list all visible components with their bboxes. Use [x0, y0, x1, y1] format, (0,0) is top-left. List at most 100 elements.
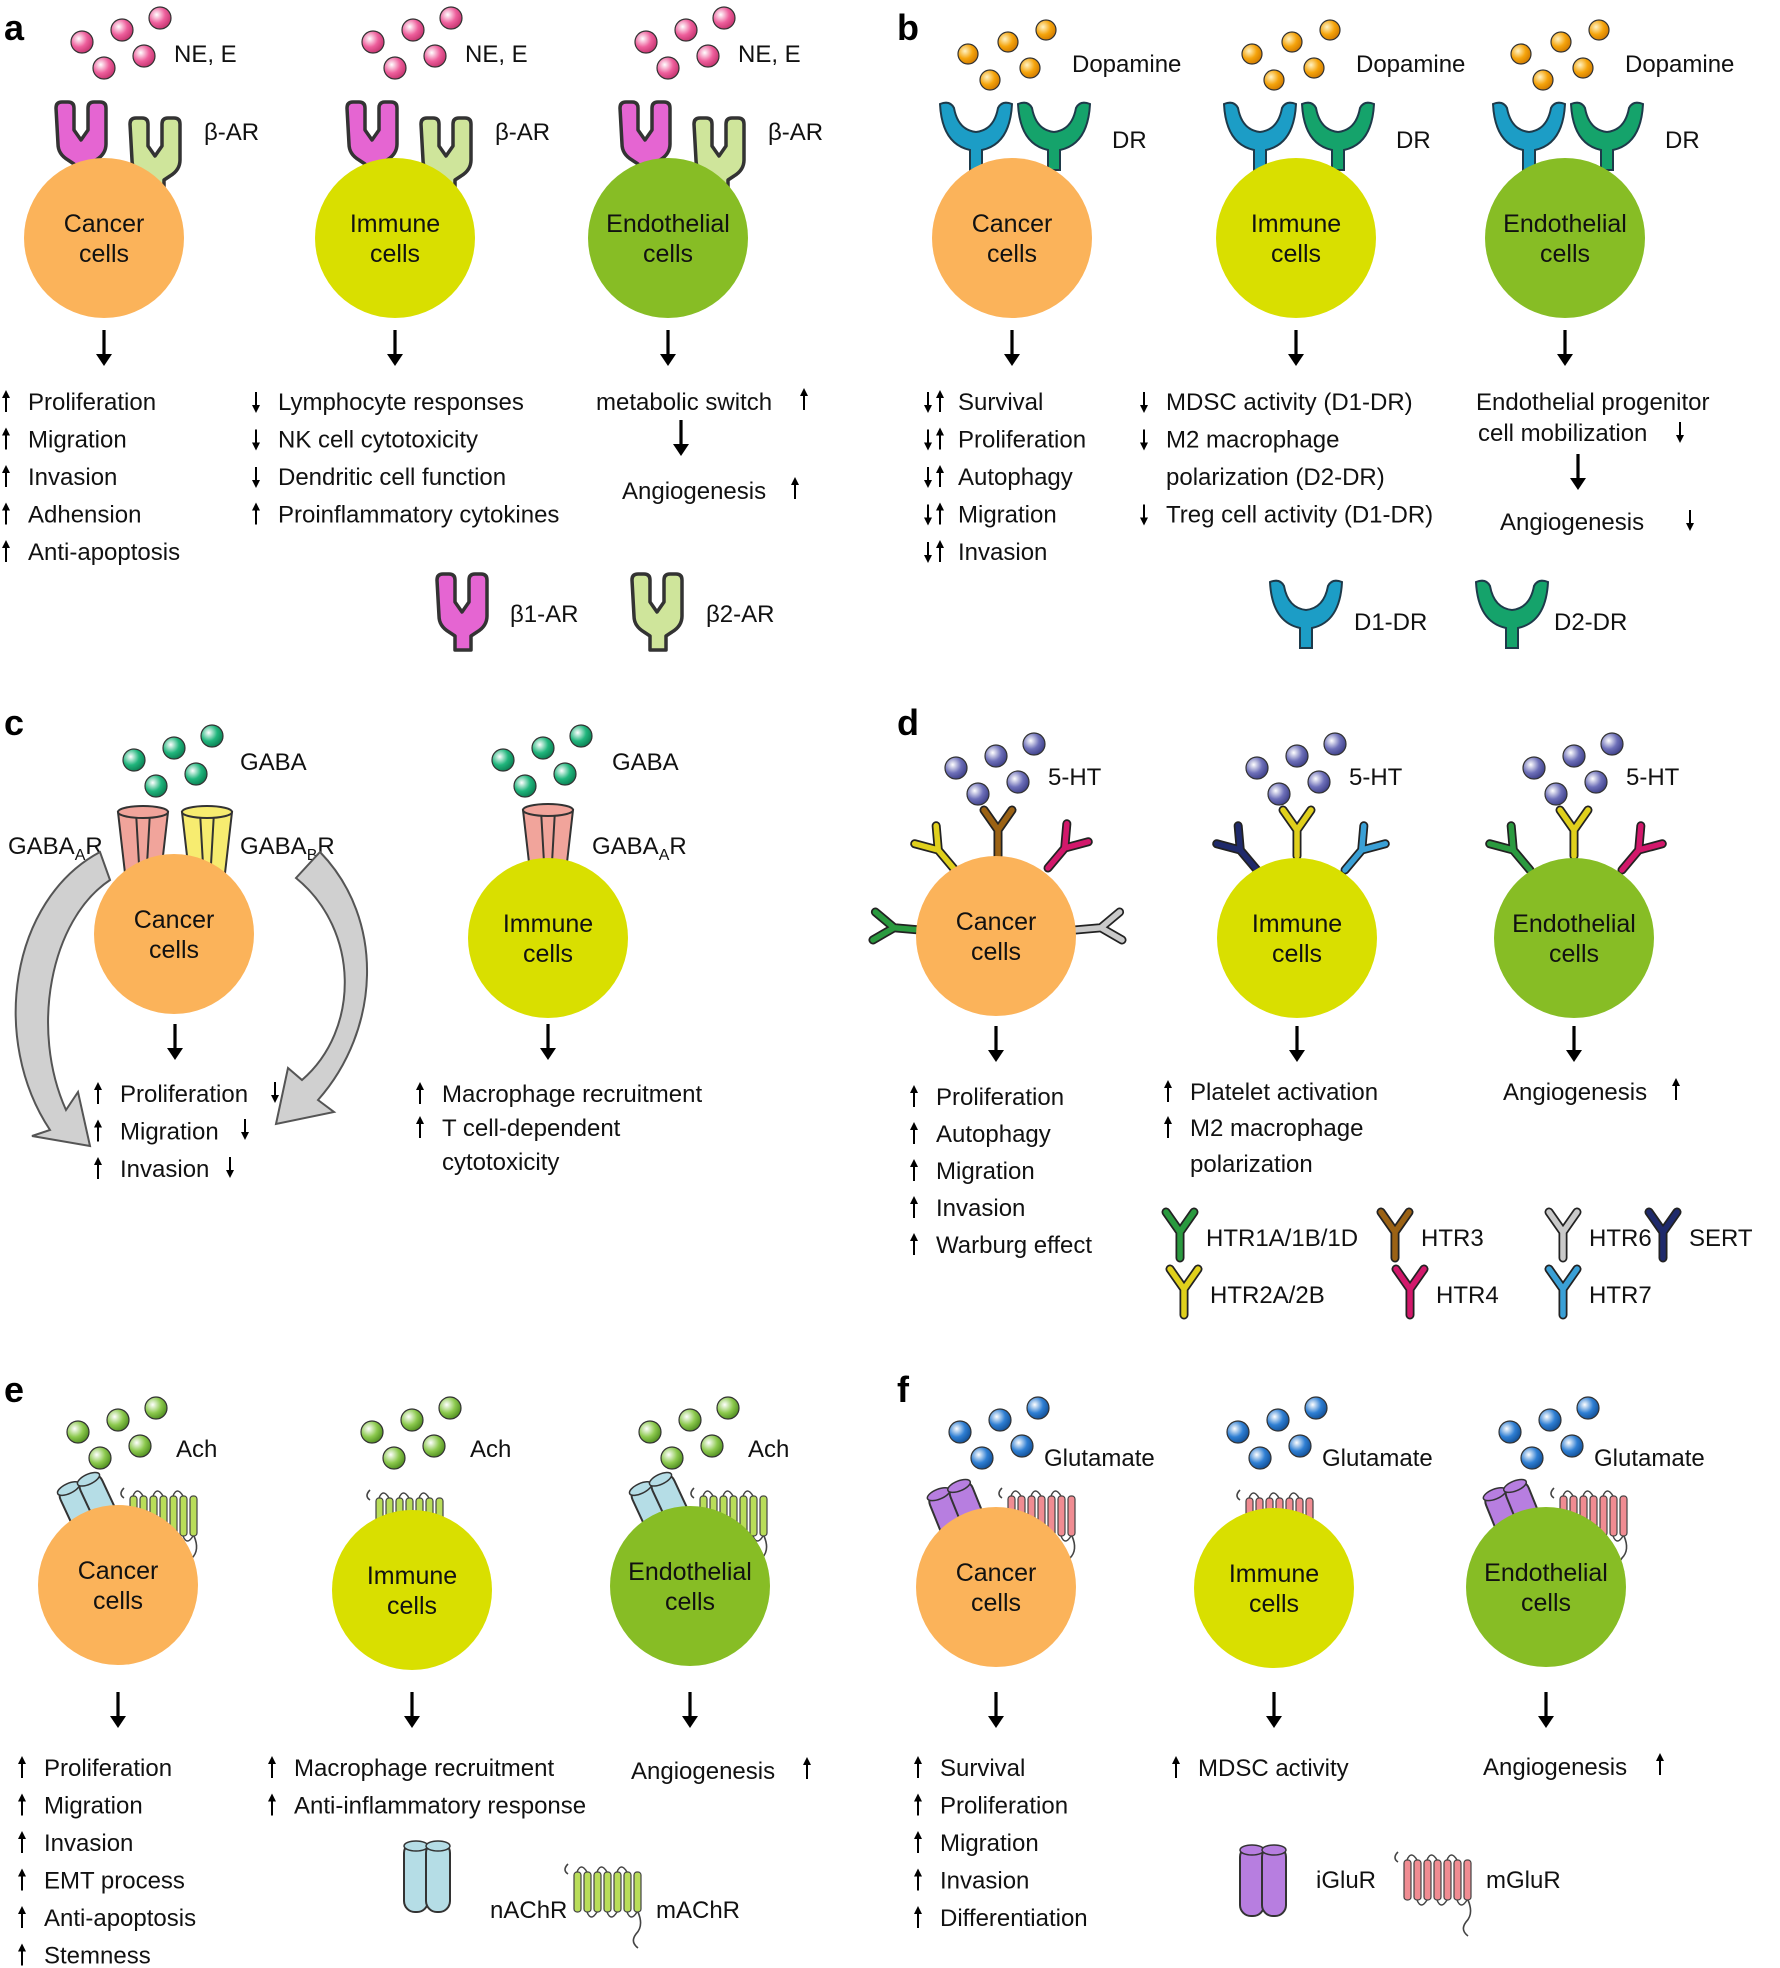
cell-label: Endothelial: [606, 210, 730, 238]
arrow-up-icon: [936, 540, 944, 548]
effect-item: Platelet activation: [1190, 1079, 1378, 1106]
effect-item: Proliferation: [44, 1755, 172, 1782]
mglur-receptor-icon: [1619, 1495, 1628, 1537]
arrow-down-icon: [988, 1716, 1004, 1728]
effect-item: Proliferation: [120, 1081, 248, 1108]
ligand-molecule: [957, 43, 979, 65]
mglur-receptor-icon: [1562, 1490, 1574, 1497]
effect-item: Stemness: [44, 1943, 151, 1968]
machr-receptor-icon: [632, 1911, 642, 1949]
legend-label: β2-AR: [706, 601, 774, 628]
mglur-receptor-icon: [1394, 1851, 1399, 1863]
effect-item: Endothelial progenitor: [1476, 389, 1710, 416]
effect-item: Migration: [940, 1830, 1039, 1857]
mglur-receptor-icon: [1423, 1859, 1432, 1901]
ligand-label: Ach: [748, 1436, 789, 1463]
effect-item: Proliferation: [940, 1793, 1068, 1820]
arrow-up-icon: [936, 390, 944, 398]
arrow-up-icon: [800, 388, 808, 396]
serotonin-receptor-icon: [1043, 819, 1093, 873]
endothelial-cell: [588, 158, 748, 318]
ligand-molecule: [1538, 1408, 1562, 1432]
ligand-molecule: [106, 1408, 130, 1432]
machr-receptor-icon: [418, 1492, 430, 1499]
serotonin-receptor-icon: [1557, 807, 1591, 859]
ligand-molecule: [1562, 744, 1586, 768]
ligand-molecule: [1266, 1408, 1290, 1432]
arrow-up-icon: [2, 540, 10, 548]
nachr-receptor-icon: [425, 1840, 451, 1852]
arrow-down-icon: [387, 354, 403, 366]
ligand-label: Glutamate: [1044, 1445, 1155, 1472]
ligand-molecule: [553, 762, 577, 786]
beta-ar-receptor-icon: [630, 572, 684, 652]
effect-item: polarization (D2-DR): [1166, 464, 1385, 491]
arrow-up-icon: [1656, 1753, 1664, 1761]
feedback-arrow-icon: [274, 850, 368, 1126]
ligand-label: Glutamate: [1594, 1445, 1705, 1472]
legend-label: HTR1A/1B/1D: [1206, 1225, 1358, 1252]
machr-receptor-icon: [564, 1863, 642, 1949]
receptor-label: DR: [1112, 127, 1147, 154]
receptor-label: β-AR: [495, 119, 550, 146]
arrow-down-icon: [660, 354, 676, 366]
arrow-up-icon: [268, 1756, 276, 1764]
machr-receptor-icon: [189, 1495, 198, 1537]
arrow-up-icon: [914, 1793, 922, 1802]
cell-label: Cancer: [956, 908, 1037, 936]
ligand-molecule: [1572, 57, 1594, 79]
effect-item: EMT process: [44, 1868, 185, 1895]
ligand-label: Glutamate: [1322, 1445, 1433, 1472]
ligand-molecule: [439, 6, 463, 30]
arrow-down-icon: [924, 555, 932, 563]
arrow-up-icon: [910, 1196, 918, 1204]
serotonin-receptor-icon: [981, 807, 1015, 859]
ligand-label: GABA: [240, 749, 307, 776]
arrow-down-icon: [924, 442, 932, 451]
mglur-receptor-icon: [1394, 1851, 1472, 1937]
arrow-down-icon: [924, 517, 932, 526]
arrow-up-icon: [914, 1906, 922, 1914]
ligand-label: NE, E: [174, 41, 237, 68]
mglur-receptor-icon: [1426, 1854, 1438, 1861]
arrow-up-icon: [1172, 1756, 1180, 1764]
mglur-receptor-icon: [1582, 1490, 1594, 1497]
ligand-molecule: [1022, 732, 1046, 756]
machr-receptor-icon: [623, 1871, 632, 1913]
serotonin-receptor-icon: [1070, 907, 1127, 945]
effect-item: Survival: [958, 389, 1043, 416]
cell-label: cells: [93, 1587, 143, 1615]
effect-item: polarization: [1190, 1151, 1313, 1178]
arrow-up-icon: [1164, 1116, 1172, 1124]
ligand-molecule: [122, 748, 146, 772]
arrow-down-icon: [271, 1095, 279, 1103]
nachr-receptor-icon: [76, 1471, 101, 1487]
dopamine-receptor-icon: [1300, 101, 1376, 171]
ligand-molecule: [1267, 782, 1291, 806]
serotonin-receptor-icon: [1072, 909, 1125, 943]
ligand-molecule: [569, 724, 593, 748]
cell-label: Immune: [1252, 910, 1342, 938]
cell-label: cells: [1271, 240, 1321, 268]
ligand-molecule: [712, 6, 736, 30]
panel-label: c: [4, 702, 24, 743]
arrow-up-icon: [910, 1122, 918, 1130]
serotonin-receptor-icon: [1644, 1207, 1682, 1263]
machr-receptor-icon: [132, 1490, 144, 1497]
arrow-down-icon: [241, 1132, 249, 1140]
ligand-molecule: [944, 756, 968, 780]
ligand-label: NE, E: [465, 41, 528, 68]
cell-label: Cancer: [956, 1559, 1037, 1587]
cell-label: Immune: [350, 210, 440, 238]
mglur-receptor-icon: [1406, 1854, 1418, 1861]
panel-label: d: [897, 702, 919, 743]
arrow-down-icon: [1140, 405, 1148, 413]
ligand-molecule: [966, 782, 990, 806]
serotonin-receptor-icon: [1646, 1209, 1680, 1261]
ligand-molecule: [1544, 782, 1568, 806]
ligand-molecule: [1285, 744, 1309, 768]
receptor-label: DR: [1665, 127, 1700, 154]
cancer-cell: [916, 1507, 1076, 1667]
serotonin-receptor-icon: [1045, 821, 1092, 871]
mglur-receptor-icon: [1416, 1899, 1428, 1906]
